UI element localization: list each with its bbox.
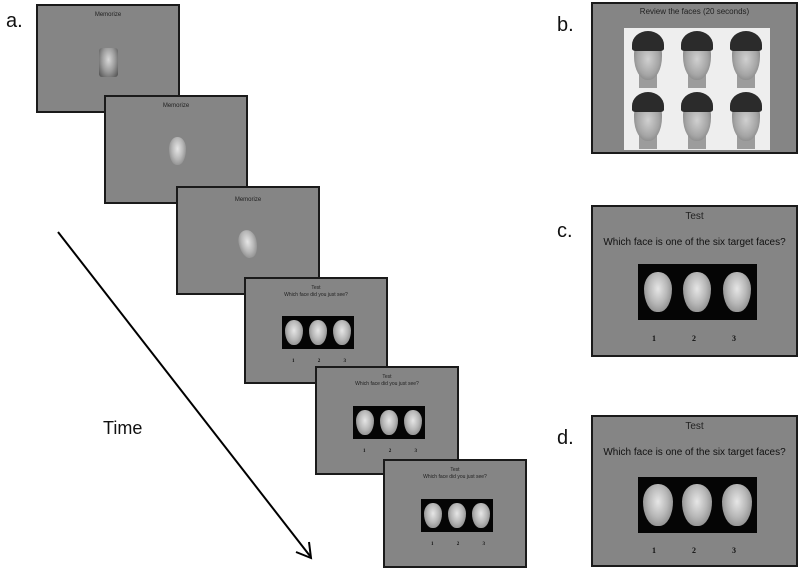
face-option-3[interactable] — [472, 503, 490, 528]
face-option-1[interactable] — [285, 320, 303, 345]
face-image — [99, 48, 118, 77]
target-face-3 — [721, 28, 770, 89]
face-option-1[interactable] — [356, 410, 374, 435]
face-image — [236, 228, 260, 260]
target-face-5 — [673, 89, 722, 150]
option-number-1: 1 — [652, 334, 656, 343]
review-screen: Review the faces (20 seconds) — [591, 2, 798, 154]
face-option-2[interactable] — [380, 410, 398, 435]
test-title: Test — [450, 467, 460, 473]
panel-label-b: b. — [557, 14, 574, 36]
time-label: Time — [103, 418, 143, 438]
face-option-3[interactable] — [722, 484, 753, 526]
option-number-3: 3 — [414, 449, 418, 454]
option-number-1: 1 — [363, 449, 366, 454]
panel-label-d: d. — [557, 427, 574, 449]
option-number-3: 3 — [732, 334, 736, 343]
face-option-1[interactable] — [642, 484, 673, 526]
review-title: Review the faces (20 seconds) — [639, 7, 750, 16]
option-number-2: 2 — [692, 546, 696, 555]
face-option-3[interactable] — [404, 410, 422, 435]
test-question: Which face is one of the six target face… — [603, 237, 786, 248]
option-number-1: 1 — [431, 542, 434, 547]
face-image — [169, 137, 186, 165]
test-title: Test — [685, 211, 704, 222]
face-strip — [282, 316, 354, 349]
option-number-2: 2 — [317, 359, 321, 364]
test-title: Test — [382, 374, 392, 380]
test-screen-c: Test Which face is one of the six target… — [591, 205, 798, 357]
test-question: Which face did you just see? — [355, 381, 419, 387]
option-numbers: 1 2 3 — [363, 449, 417, 454]
test-title: Test — [685, 421, 704, 432]
option-number-3: 3 — [343, 359, 347, 364]
face-strip — [353, 406, 425, 439]
test-screen-d: Test Which face is one of the six target… — [591, 415, 798, 567]
panel-label-a: a. — [6, 10, 23, 32]
test-screen-3: Test Which face did you just see? 1 2 3 — [383, 459, 527, 568]
face-strip — [638, 264, 757, 320]
face-option-3[interactable] — [333, 320, 351, 345]
memorize-title: Memorize — [162, 103, 190, 109]
option-number-2: 2 — [692, 334, 696, 343]
face-option-1[interactable] — [424, 503, 442, 528]
face-option-2[interactable] — [683, 272, 712, 312]
option-number-1: 1 — [292, 359, 295, 364]
memorize-screen-2: Memorize — [104, 95, 248, 204]
option-number-3: 3 — [732, 546, 736, 555]
face-option-1[interactable] — [643, 272, 672, 312]
option-numbers: 1 2 3 — [431, 542, 485, 547]
test-question: Which face did you just see? — [284, 292, 348, 298]
option-number-1: 1 — [652, 546, 656, 555]
memorize-title: Memorize — [94, 12, 122, 18]
target-faces-grid — [624, 28, 770, 150]
option-numbers: 1 2 3 — [292, 359, 346, 364]
face-strip — [638, 477, 757, 533]
panel-label-c: c. — [557, 220, 573, 242]
target-face-2 — [673, 28, 722, 89]
test-screen-2: Test Which face did you just see? 1 2 3 — [315, 366, 459, 475]
option-number-2: 2 — [388, 449, 392, 454]
option-number-3: 3 — [482, 542, 486, 547]
option-number-2: 2 — [456, 542, 460, 547]
test-question: Which face is one of the six target face… — [603, 447, 786, 458]
target-face-6 — [721, 89, 770, 150]
memorize-title: Memorize — [234, 197, 262, 203]
memorize-screen-3: Memorize — [176, 186, 320, 295]
option-numbers: 1 2 3 — [652, 546, 736, 555]
face-option-2[interactable] — [309, 320, 327, 345]
test-title: Test — [311, 285, 321, 291]
target-face-4 — [624, 89, 673, 150]
target-face-1 — [624, 28, 673, 89]
option-numbers: 1 2 3 — [652, 334, 736, 343]
face-option-2[interactable] — [682, 484, 713, 526]
test-question: Which face did you just see? — [423, 474, 487, 480]
face-option-3[interactable] — [723, 272, 752, 312]
face-option-2[interactable] — [448, 503, 466, 528]
face-strip — [421, 499, 493, 532]
